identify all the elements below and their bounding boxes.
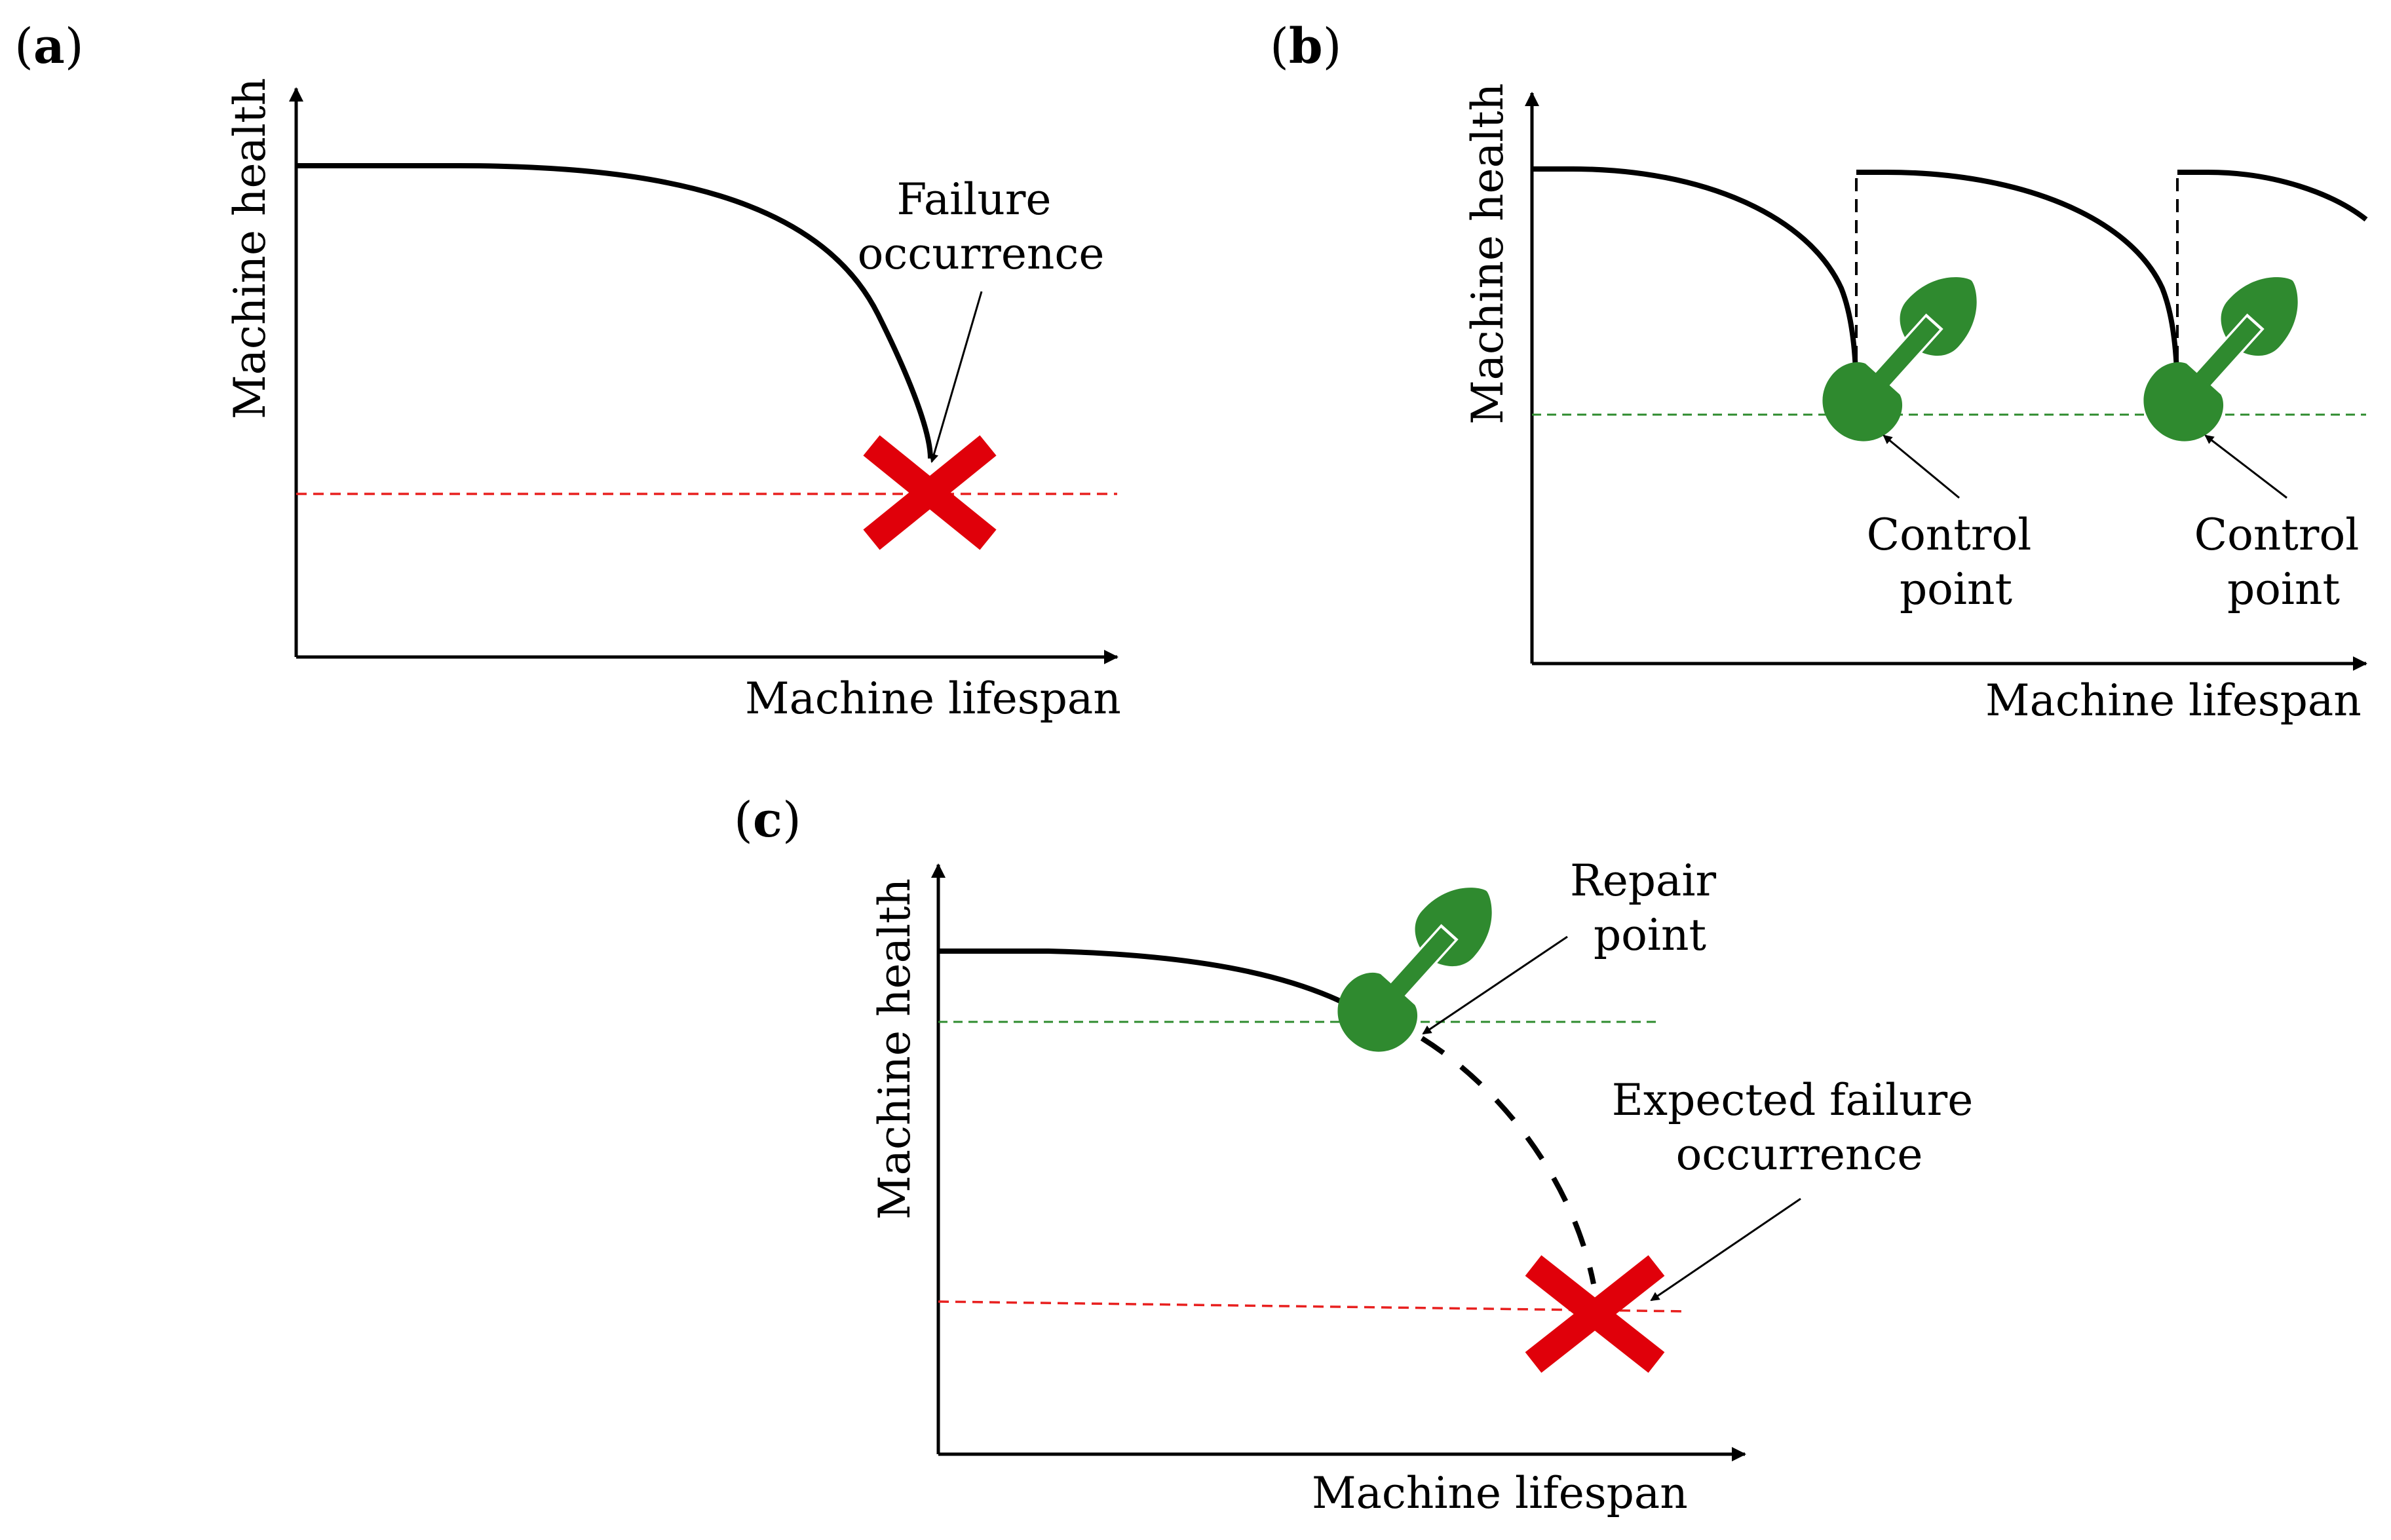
panel-c-wrench-icon bbox=[1321, 864, 1517, 1068]
panel-c-annotation-expected-arrow bbox=[1650, 1197, 1801, 1302]
panel-c-tag: (c) bbox=[734, 792, 801, 848]
panel-c-annotation-expected: Expected failure occurrence bbox=[1612, 1075, 1987, 1180]
panel-b-x-axis-label: Machine lifespan bbox=[1985, 675, 2362, 726]
panel-c-x-axis-label: Machine lifespan bbox=[1312, 1468, 1688, 1518]
panel-a-y-axis-label: Machine health bbox=[225, 78, 275, 419]
panel-c-failure-threshold bbox=[938, 1300, 1688, 1313]
panel-b-wrench-icon-1 bbox=[1806, 254, 2002, 458]
panel-b-y-axis-label: Machine health bbox=[1463, 83, 1513, 424]
panel-a-tag: (a) bbox=[14, 18, 84, 75]
panel-a-x-axis-label: Machine lifespan bbox=[745, 673, 1121, 724]
panel-b-health-curve-1 bbox=[1532, 166, 1859, 402]
panel-c-annotation-repair: Repair point bbox=[1570, 855, 1730, 960]
panel-c: (c) Machine health Machine lifespan Repa… bbox=[734, 792, 1987, 1518]
panel-b-annotation-1: Control point bbox=[1867, 510, 2046, 614]
panel-b-annotation-2: Control point bbox=[2194, 510, 2373, 614]
panel-b-annotation-arrow-2 bbox=[2204, 434, 2287, 499]
panel-c-cross-icon bbox=[1525, 1255, 1665, 1373]
panel-b: (b) Machine health Machine lifespan Cont… bbox=[1270, 18, 2373, 726]
panel-a-annotation: Failure occurrence bbox=[858, 174, 1105, 279]
panel-b-health-curve-3 bbox=[2177, 170, 2368, 222]
panel-a-annotation-arrow bbox=[929, 291, 983, 463]
panel-b-annotation-arrow-1 bbox=[1883, 434, 1960, 499]
panel-b-wrench-icon-2 bbox=[2127, 254, 2323, 458]
panel-b-health-curve-2 bbox=[1856, 170, 2180, 402]
panel-c-health-curve bbox=[938, 948, 1375, 1021]
panel-b-tag: (b) bbox=[1270, 18, 1342, 75]
panel-a-health-curve bbox=[296, 163, 933, 459]
panel-c-annotation-repair-arrow bbox=[1422, 935, 1568, 1035]
panel-a: (a) Machine health Machine lifespan Fail… bbox=[14, 18, 1121, 724]
panel-a-cross-icon bbox=[863, 435, 997, 550]
panel-c-expected-curve bbox=[1420, 1036, 1596, 1285]
panel-c-y-axis-label: Machine health bbox=[870, 878, 920, 1220]
